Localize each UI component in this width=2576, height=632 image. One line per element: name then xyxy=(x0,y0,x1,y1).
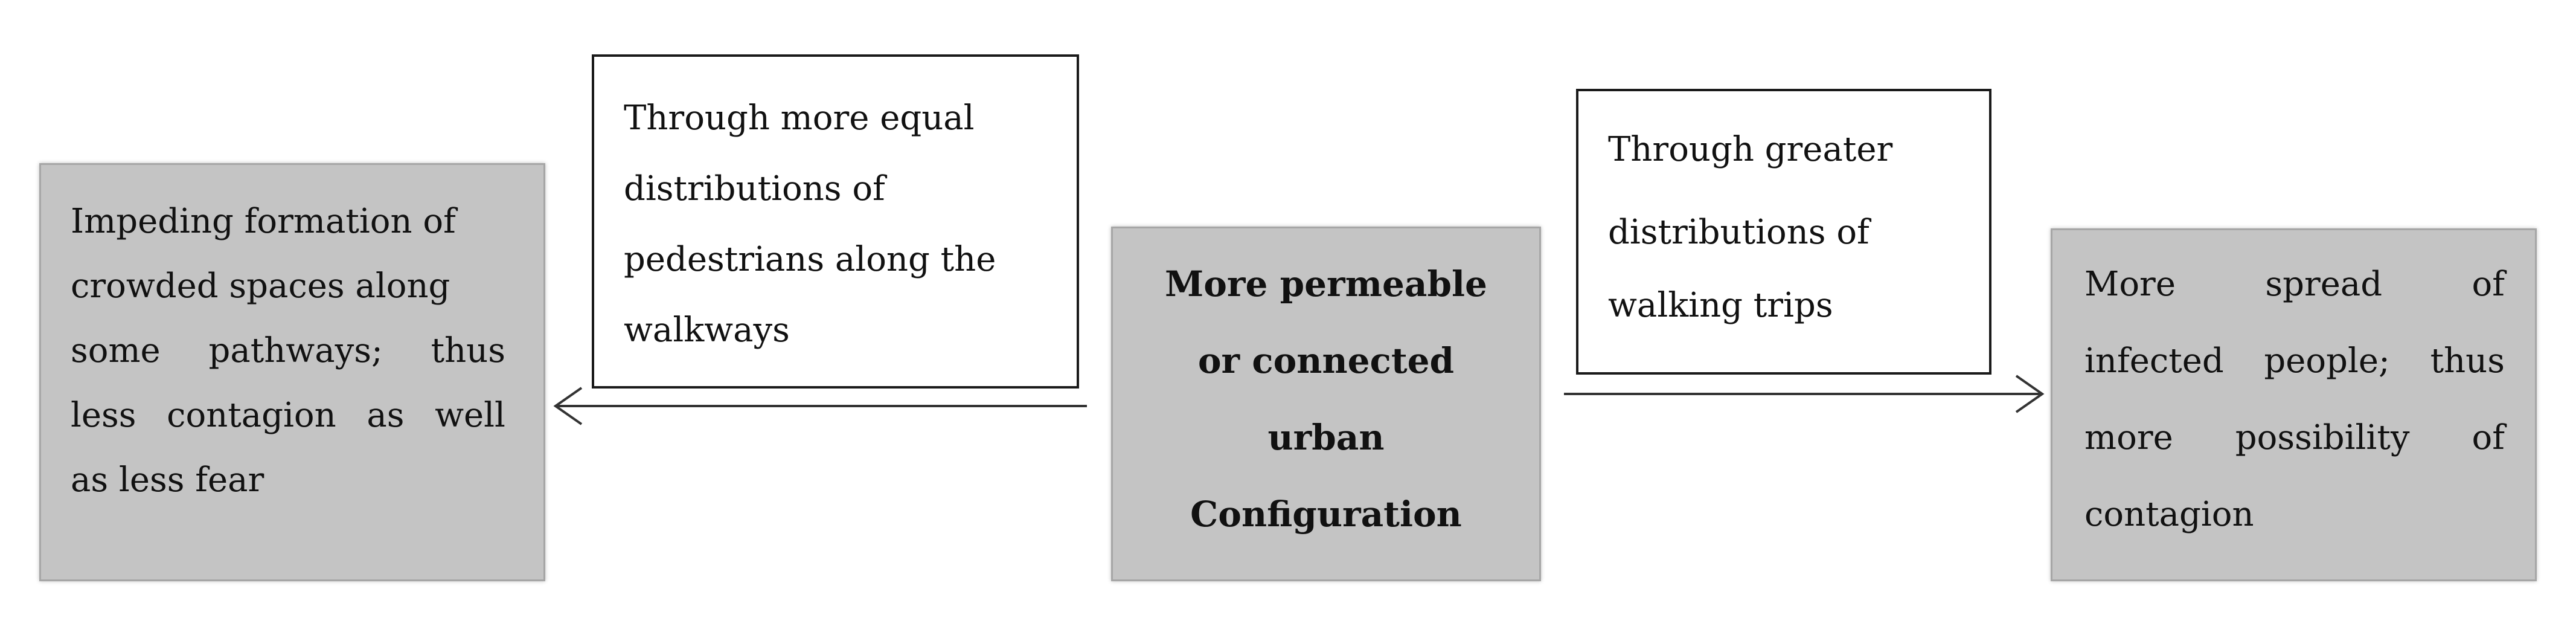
right-outcome-line-2: infected people; thus xyxy=(2084,329,2505,393)
right-outcome-word: people; xyxy=(2264,341,2390,381)
right-outcome-word: spread xyxy=(2265,265,2383,304)
left-mechanism-line-3: pedestrians along the xyxy=(624,240,996,279)
right-mechanism-line-3: walking trips xyxy=(1608,286,1833,325)
right-arrow xyxy=(1564,375,2045,413)
left-outcome-box xyxy=(39,163,545,581)
center-cause-line-2: or connected xyxy=(1197,340,1455,381)
right-outcome-line-4: contagion xyxy=(2084,495,2254,534)
left-outcome-line-3: some pathways; thus xyxy=(71,318,505,383)
left-outcome-line-5: as less fear xyxy=(71,460,264,500)
left-mechanism-line-1: Through more equal xyxy=(624,98,975,138)
center-cause-line-3: urban xyxy=(1267,417,1385,458)
left-outcome-line-4: less contagion as well xyxy=(71,383,505,448)
left-outcome-word: pathways; xyxy=(208,331,383,370)
center-cause-box xyxy=(1111,227,1541,581)
right-arrow-head xyxy=(2015,375,2045,413)
right-outcome-line-3: more possibility of xyxy=(2084,405,2505,470)
right-outcome-word: of xyxy=(2472,265,2505,304)
right-outcome-word: more xyxy=(2084,418,2173,457)
left-outcome-word: some xyxy=(71,331,161,370)
left-mechanism-box xyxy=(592,54,1079,389)
left-mechanism-line-4: walkways xyxy=(624,311,790,350)
left-arrow xyxy=(553,387,1087,425)
left-outcome-word: as xyxy=(367,396,405,435)
right-mechanism-box xyxy=(1576,89,1991,375)
right-outcome-word: of xyxy=(2472,418,2505,457)
left-outcome-line-2: crowded spaces along xyxy=(71,266,450,306)
right-outcome-word: infected xyxy=(2084,341,2224,381)
right-mechanism-line-1: Through greater xyxy=(1608,130,1893,169)
left-outcome-word: well xyxy=(435,396,505,435)
center-cause-line-1: More permeable xyxy=(1165,263,1487,305)
right-outcome-word: possibility xyxy=(2235,418,2410,457)
left-arrow-head xyxy=(553,387,583,425)
right-outcome-line-1: More spread of xyxy=(2084,252,2505,317)
right-outcome-box xyxy=(2051,228,2537,581)
right-outcome-word: thus xyxy=(2430,341,2505,381)
left-outcome-word: less xyxy=(71,396,136,435)
right-outcome-word: More xyxy=(2084,265,2176,304)
left-mechanism-line-2: distributions of xyxy=(624,169,885,208)
left-outcome-line-1: Impeding formation of xyxy=(71,202,456,241)
left-outcome-word: thus xyxy=(431,331,505,370)
left-outcome-word: contagion xyxy=(167,396,336,435)
right-mechanism-line-2: distributions of xyxy=(1608,213,1870,252)
center-cause-line-4: Configuration xyxy=(1190,494,1462,535)
